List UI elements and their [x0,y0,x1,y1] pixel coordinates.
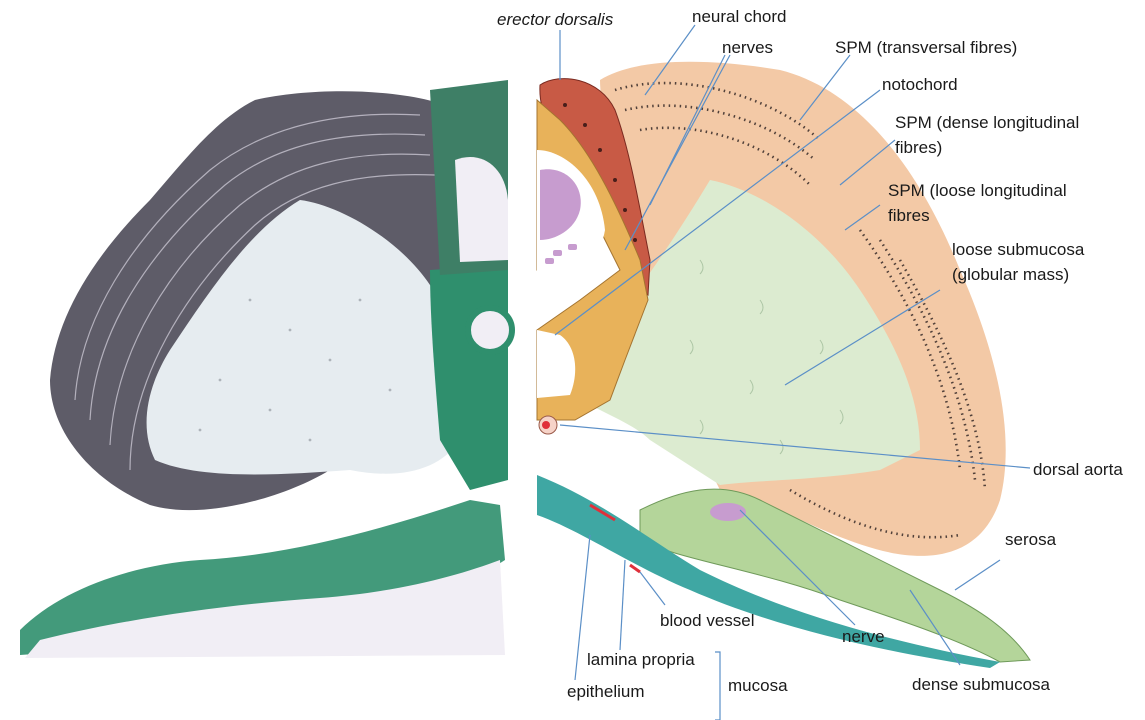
label-nerves: nerves [722,38,773,57]
label-neural-chord: neural chord [692,7,787,26]
label-dorsal-aorta: dorsal aorta [1033,460,1123,479]
schematic-panel [537,62,1030,668]
label-spm-transversal: SPM (transversal fibres) [835,38,1017,57]
label-loose-submucosa-line2: (globular mass) [952,265,1069,284]
micrograph-panel [0,0,512,660]
label-lamina-propria: lamina propria [587,650,695,669]
label-loose-submucosa-line1: loose submucosa [952,240,1085,259]
label-serosa: serosa [1005,530,1057,549]
nerve-shape [710,503,746,521]
micrograph-notochord [468,308,512,352]
label-blood-vessel: blood vessel [660,611,755,630]
label-spm-loose-line1: SPM (loose longitudinal [888,181,1067,200]
label-mucosa: mucosa [728,676,788,695]
label-spm-loose-line2: fibres [888,206,930,225]
label-epithelium: epithelium [567,682,645,701]
label-spm-dense-line1: SPM (dense longitudinal [895,113,1079,132]
label-dense-submucosa: dense submucosa [912,675,1051,694]
label-nerve: nerve [842,627,885,646]
label-erector-dorsalis: erector dorsalis [497,10,614,29]
label-notochord: notochord [882,75,958,94]
label-spm-dense-line2: fibres) [895,138,942,157]
